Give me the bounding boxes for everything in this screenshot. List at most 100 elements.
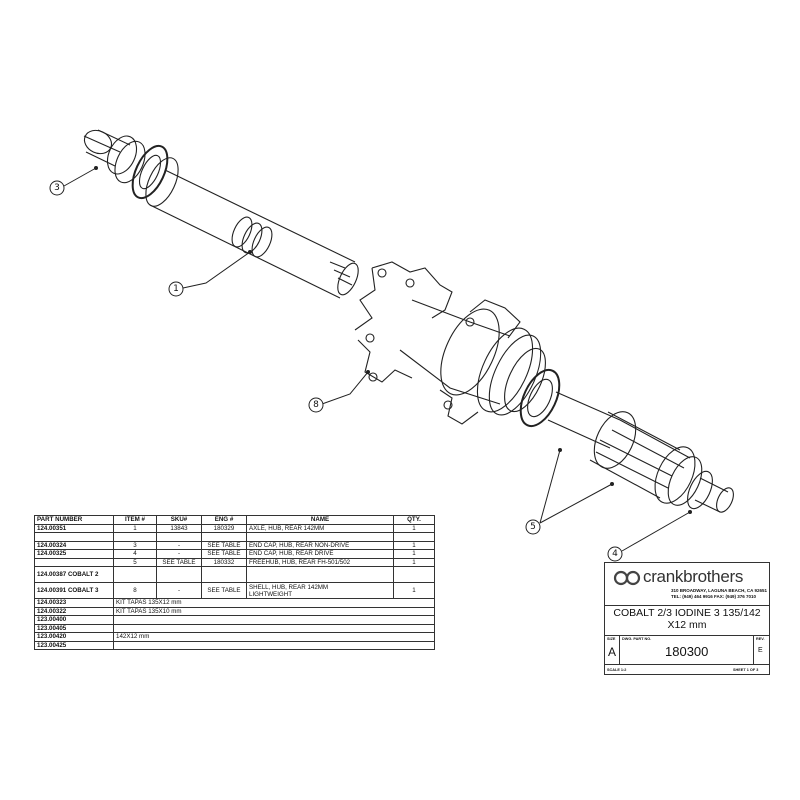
drawing-title-line-2: X12 mm <box>667 619 707 631</box>
rev-value: E <box>758 647 763 654</box>
cell-qty: 1 <box>393 540 435 550</box>
cell-sku: - <box>156 582 202 599</box>
cell-part: 123.00425 <box>34 640 114 650</box>
callout-3: 3 <box>54 183 60 193</box>
cell-part: 124.00323 <box>34 598 114 608</box>
table-row: 124.00325 4 - SEE TABLE END CAP, HUB, RE… <box>34 549 435 559</box>
bearing-right <box>519 368 561 428</box>
cell-item: 1 <box>113 523 157 533</box>
size-label: SIZE <box>607 637 616 641</box>
cell-eng <box>201 566 247 583</box>
col-qty: QTY. <box>393 515 435 525</box>
leader-8 <box>321 371 369 405</box>
cell-item <box>113 532 157 542</box>
size-value: A <box>608 645 617 659</box>
kit-row: 123.00405 <box>34 623 435 633</box>
cell-part: 124.00391 COBALT 3 <box>34 582 114 599</box>
cell-qty <box>393 532 435 542</box>
cell-part: 123.00405 <box>34 623 114 633</box>
drawing-title: COBALT 2/3 IODINE 3 135/142 X12 mm <box>605 607 769 631</box>
logo-row: crankbrothers 310 BROADWAY, LAGUNA BEACH… <box>605 563 769 606</box>
col-name: NAME <box>246 515 394 525</box>
kit-row: 123.00425 <box>34 640 435 650</box>
callout-1-circle <box>168 281 184 297</box>
scale-label: SCALE 1:2 <box>607 668 627 672</box>
kit-row: 124.00322 KIT TAPAS 135X10 mm <box>34 606 435 616</box>
callout-8: 8 <box>313 400 319 410</box>
bearing-left <box>131 144 179 207</box>
cell-item: 3 <box>113 540 157 550</box>
leader-3 <box>63 167 97 187</box>
table-row: 124.00391 COBALT 3 8 - SEE TABLE SHELL, … <box>34 582 435 599</box>
cell-name: END CAP, HUB, REAR DRIVE <box>246 549 394 559</box>
cell-qty: 1 <box>393 557 435 567</box>
axle <box>149 169 359 299</box>
dwg-part-number: 180300 <box>665 644 709 659</box>
kit-row: 124.00323 KIT TAPAS 135X12 mm <box>34 598 435 608</box>
address-line-1: 310 BROADWAY, LAGUNA BEACH, CA 92651 <box>671 588 768 593</box>
cell-qty <box>393 566 435 583</box>
cell-desc: KIT TAPAS 135X12 mm <box>113 598 435 608</box>
cell-item: 5 <box>113 557 157 567</box>
dwg-label: DWG. PART NO. <box>622 637 652 641</box>
table-row: 5 SEE TABLE 180332 FREEHUB, HUB, REAR FH… <box>34 557 435 567</box>
cell-sku: - <box>156 549 202 559</box>
cell-part: 124.00325 <box>34 549 114 559</box>
cell-part: 123.00400 <box>34 615 114 625</box>
table-header-row: PART NUMBER ITEM # SKU# ENG # NAME QTY. <box>34 515 435 525</box>
cell-name: AXLE, HUB, REAR 142MM <box>246 523 394 533</box>
title-block: crankbrothers 310 BROADWAY, LAGUNA BEACH… <box>604 562 770 675</box>
hub-shell <box>354 261 546 425</box>
code-row: SIZE A DWG. PART NO. 180300 REV. E <box>605 635 769 665</box>
cell-sku <box>156 566 202 583</box>
cell-name: SHELL, HUB, REAR 142MM LIGHTWEIGHT <box>246 582 394 599</box>
end-cap-drive <box>687 470 734 513</box>
freehub <box>589 411 703 506</box>
brand-logo-text: crankbrothers <box>643 567 744 586</box>
cell-item: 8 <box>113 582 157 599</box>
cell-qty: 1 <box>393 582 435 599</box>
col-eng: ENG # <box>201 515 247 525</box>
cell-sku: 13843 <box>156 523 202 533</box>
cell-part: 124.00351 <box>34 523 114 533</box>
leader-4 <box>621 511 691 552</box>
cell-sku <box>156 532 202 542</box>
callout-5: 5 <box>530 522 536 532</box>
rev-label: REV. <box>756 637 765 641</box>
cell-part: 124.00387 COBALT 2 <box>34 566 114 583</box>
cell-item <box>113 566 157 583</box>
cell-eng: 180332 <box>201 557 247 567</box>
cell-qty: 1 <box>393 549 435 559</box>
cell-eng: SEE TABLE <box>201 549 247 559</box>
cell-desc <box>113 640 435 650</box>
cell-eng: SEE TABLE <box>201 582 247 599</box>
callout-5-circle <box>525 519 541 535</box>
drawing-title-line-1: COBALT 2/3 IODINE 3 135/142 <box>613 607 761 619</box>
cell-desc <box>113 615 435 625</box>
callout-3-circle <box>49 180 65 196</box>
callout-1: 1 <box>173 284 179 294</box>
table-row: 124.00324 3 - SEE TABLE END CAP, HUB, RE… <box>34 540 435 550</box>
kit-row: 123.00420 142X12 mm <box>34 632 435 642</box>
cell-part: 123.00420 <box>34 632 114 642</box>
col-part-number: PART NUMBER <box>34 515 114 525</box>
cell-eng: 180329 <box>201 523 247 533</box>
callout-4: 4 <box>612 549 618 559</box>
col-item: ITEM # <box>113 515 157 525</box>
table-row <box>34 532 435 542</box>
callout-4-circle <box>607 546 623 562</box>
address-line-2: TEL: (949) 464 9916 FAX: (949) 376 7010 <box>671 594 757 599</box>
cell-name <box>246 532 394 542</box>
col-sku: SKU# <box>156 515 202 525</box>
crankbrothers-logo-icon <box>613 570 641 586</box>
cell-desc: 142X12 mm <box>113 632 435 642</box>
cell-part: 124.00322 <box>34 606 114 616</box>
cell-eng: SEE TABLE <box>201 540 247 550</box>
cell-name: END CAP, HUB, REAR NON-DRIVE <box>246 540 394 550</box>
scale-row: SCALE 1:2 SHEET 1 OF 3 <box>605 664 769 675</box>
leader-1 <box>182 251 251 289</box>
callout-8-circle <box>308 397 324 413</box>
cell-part <box>34 557 114 567</box>
sheet-label: SHEET 1 OF 3 <box>733 668 759 672</box>
